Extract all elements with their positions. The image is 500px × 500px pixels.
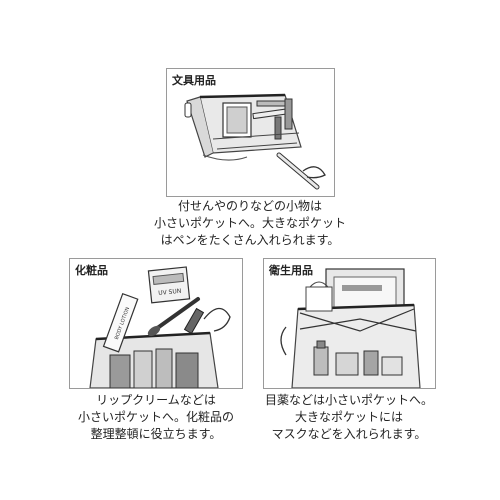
panel-title: 衛生用品 bbox=[269, 264, 313, 277]
hygiene-pouch-illustration bbox=[280, 268, 421, 388]
caption-stationery: 付せんやのりなどの小物は 小さいポケットへ。大きなポケット はペンをたくさん入れ… bbox=[153, 199, 346, 247]
uv-sun-label: UV SUN bbox=[158, 288, 182, 297]
panel-cosmetics: 化粧品 UV SUN BODY LOTION bbox=[69, 258, 243, 389]
caption-hygiene: 目薬などは小さいポケットへ。 大きなポケットには マスクなどを入れられます。 bbox=[264, 393, 433, 441]
cosmetics-pouch-illustration: UV SUN BODY LOTION bbox=[89, 266, 231, 388]
panel-title: 化粧品 bbox=[75, 264, 108, 277]
panel-title: 文具用品 bbox=[172, 74, 216, 87]
caption-cosmetics: リップクリームなどは 小さいポケットへ。化粧品の 整理整頓に役立ちます。 bbox=[77, 393, 234, 441]
pencil-case-illustration bbox=[184, 93, 326, 190]
panel-hygiene: 衛生用品 bbox=[263, 258, 436, 389]
panel-stationery: 文具用品 bbox=[166, 68, 335, 197]
